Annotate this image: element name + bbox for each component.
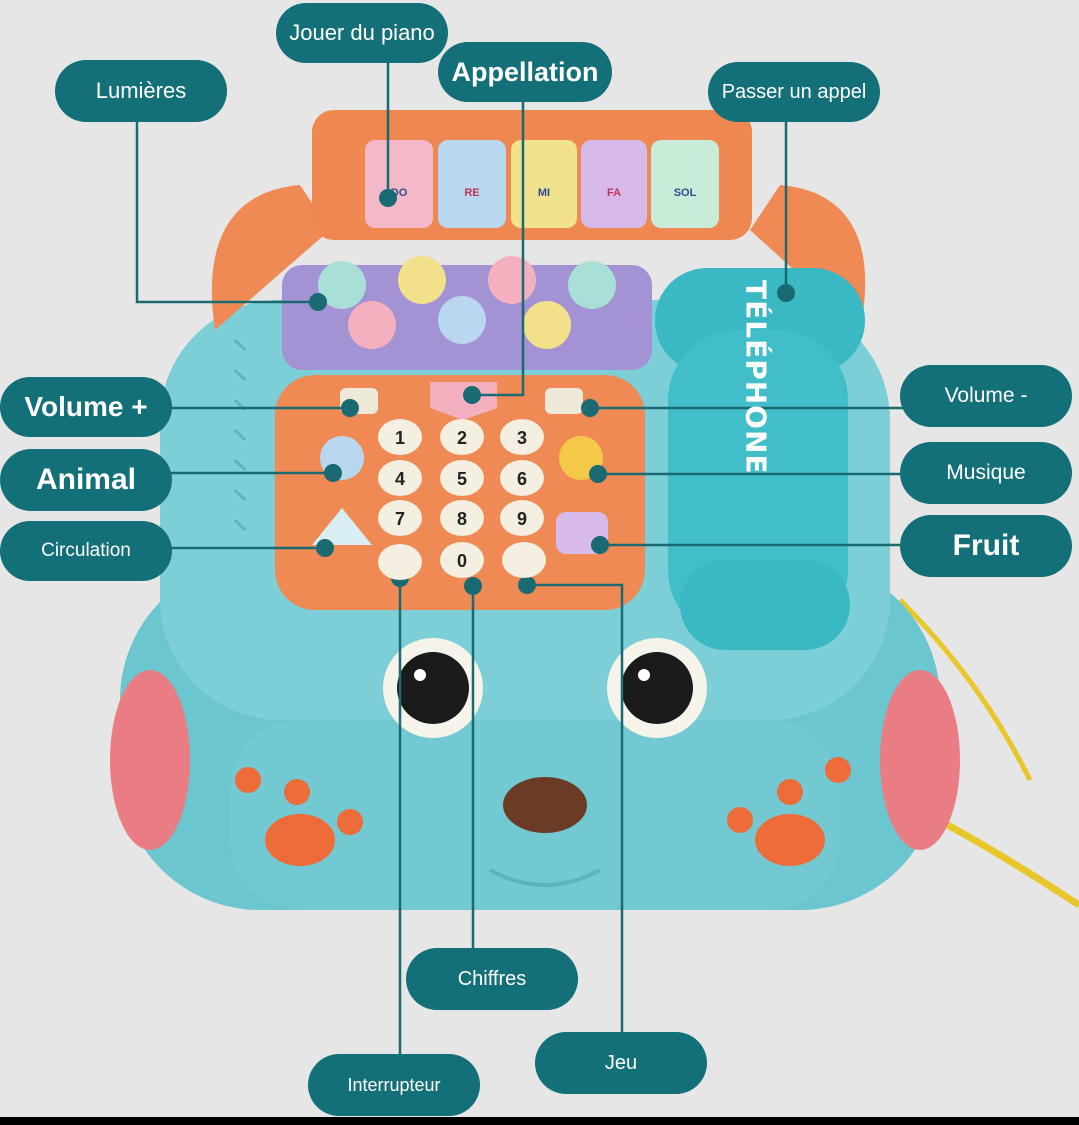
piano-key-mi	[511, 140, 577, 228]
keypad-key-label: 2	[457, 428, 467, 448]
piano-key-do	[365, 140, 433, 228]
keypad-key	[440, 542, 484, 578]
label-chiffres: Chiffres	[406, 948, 578, 1010]
label-passer-un-appel: Passer un appel	[708, 62, 880, 122]
keypad-key-label: 1	[395, 428, 405, 448]
keypad-key	[440, 419, 484, 455]
keypad-function-key	[378, 544, 422, 580]
piano-key-label: SOL	[674, 187, 697, 199]
nose	[503, 777, 587, 833]
label-jeu: Jeu	[535, 1032, 707, 1094]
keypad-key	[440, 500, 484, 536]
keypad-key	[440, 460, 484, 496]
paw-right	[727, 757, 851, 866]
piano-key-fa	[581, 140, 647, 228]
leader-dots	[309, 189, 795, 595]
keypad-key	[500, 460, 544, 496]
piano-keys: DO RE MI FA SOL	[365, 140, 719, 228]
keypad-key-label: 5	[457, 469, 467, 489]
label-appellation: Appellation	[438, 42, 612, 102]
label-jouer-du-piano: Jouer du piano	[276, 3, 448, 63]
keypad-key-label: 0	[457, 551, 467, 571]
label-animal: Animal	[0, 449, 172, 511]
keypad-key	[378, 500, 422, 536]
light-panel	[282, 256, 652, 370]
piano-key-label: RE	[464, 187, 479, 199]
piano-key-re	[438, 140, 506, 228]
label-interrupteur: Interrupteur	[308, 1054, 480, 1116]
yellow-cord-2	[898, 598, 1033, 782]
speaker-grille	[233, 338, 247, 532]
telephone-label: TÉLÉPHONE	[739, 280, 773, 475]
volume-minus-button	[545, 388, 583, 414]
paw-left	[235, 767, 363, 866]
keypad-key	[378, 419, 422, 455]
label-lumieres: Lumières	[55, 60, 227, 122]
keypad-key-label: 3	[517, 428, 527, 448]
keypad-function-key	[502, 542, 546, 578]
keypad-key-label: 6	[517, 469, 527, 489]
eyes	[383, 638, 707, 738]
keypad-key-label: 8	[457, 509, 467, 529]
piano-key-label: MI	[538, 187, 550, 199]
mouth	[489, 868, 601, 887]
piano-key-sol	[651, 140, 719, 228]
keypad-keys: 1 2 3 4 5 6 7 8 9 0	[378, 419, 546, 580]
label-musique: Musique	[900, 442, 1072, 504]
label-volume-minus: Volume -	[900, 365, 1072, 427]
leader-lines	[135, 62, 905, 1054]
label-volume-plus: Volume +	[0, 377, 172, 437]
keypad-key	[378, 460, 422, 496]
keypad-key-label: 7	[395, 509, 405, 529]
keypad-key	[500, 419, 544, 455]
keypad-key-label: 9	[517, 509, 527, 529]
circulation-button	[312, 508, 372, 545]
piano-key-label: FA	[607, 187, 621, 199]
keypad-key-label: 4	[395, 469, 405, 489]
bottom-border	[0, 1117, 1079, 1125]
label-fruit: Fruit	[900, 515, 1072, 577]
label-circulation: Circulation	[0, 521, 172, 581]
keypad-key	[500, 500, 544, 536]
